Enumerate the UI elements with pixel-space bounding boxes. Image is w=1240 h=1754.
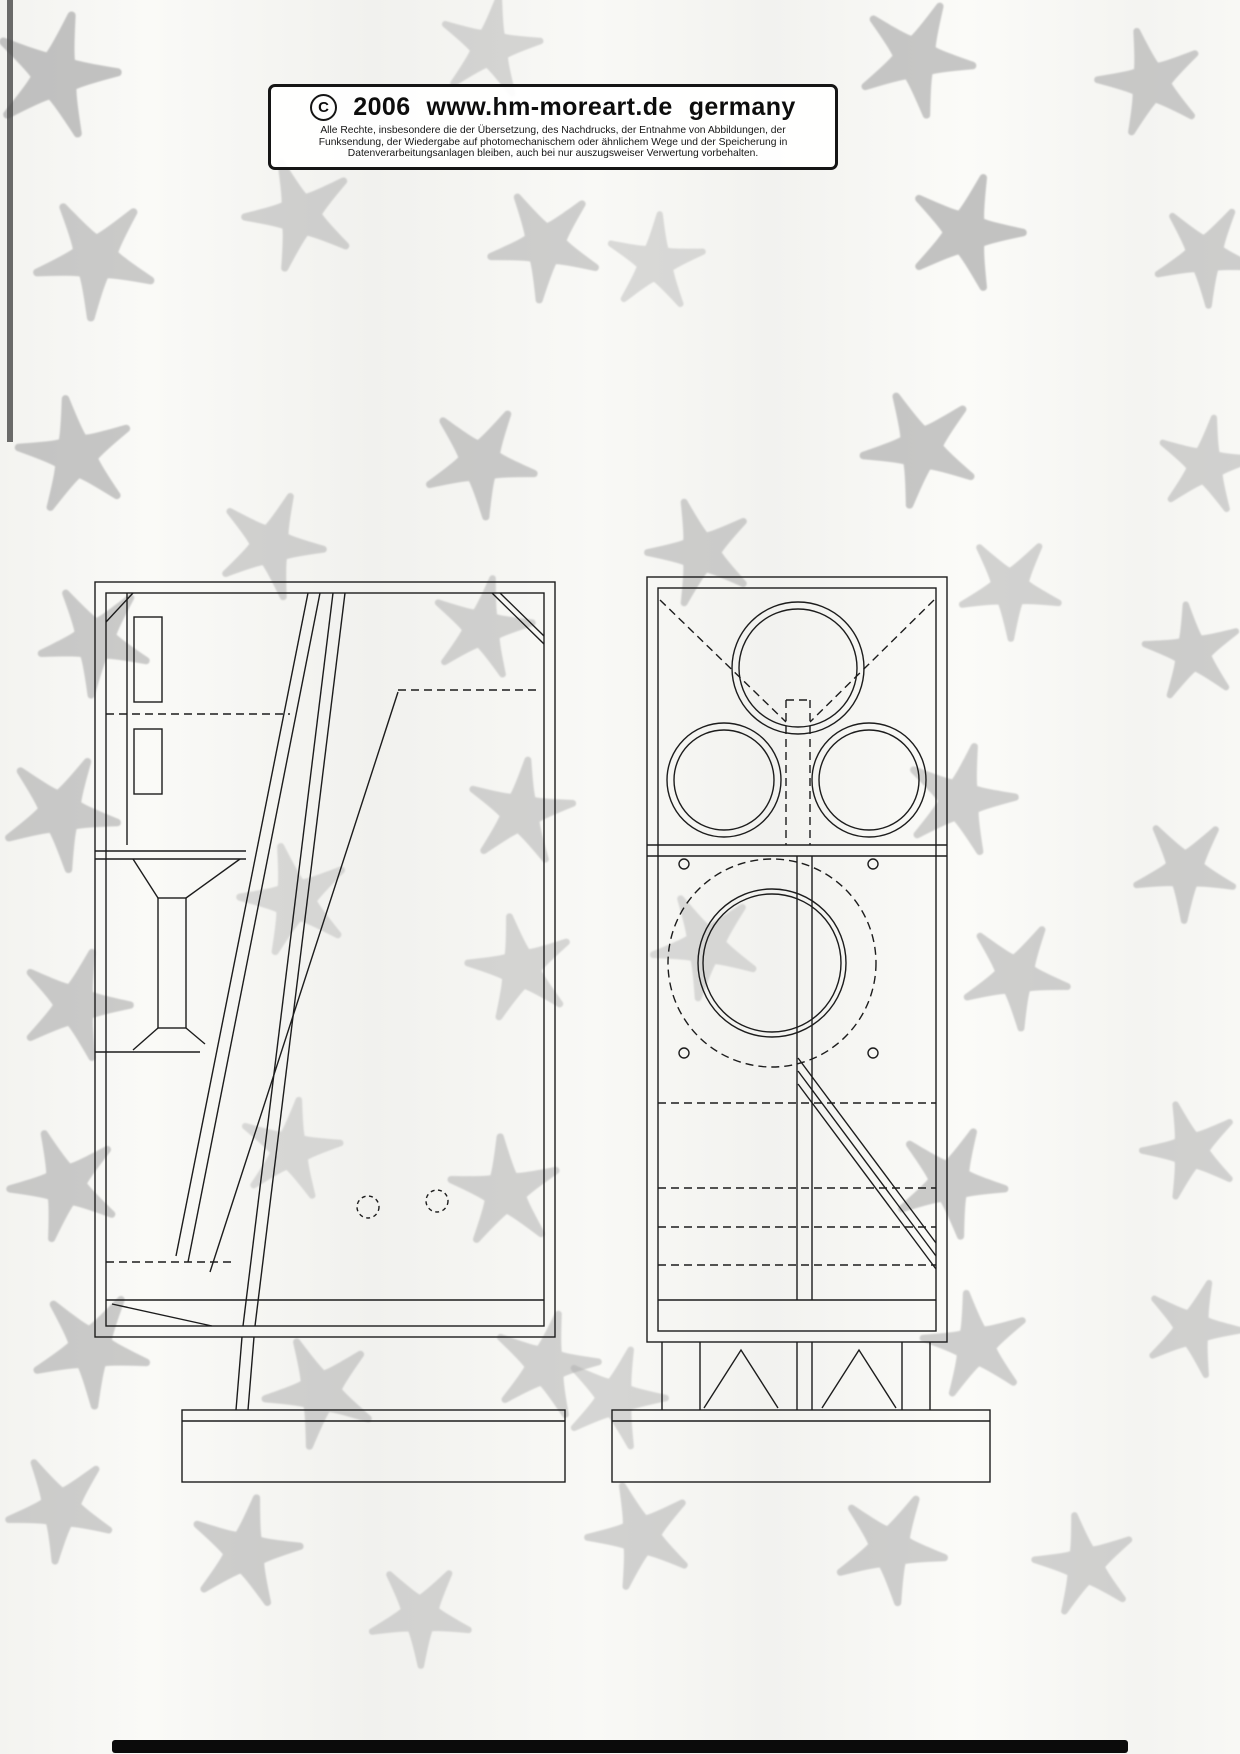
copyright-box: C 2006 www.hm-moreart.de germany Alle Re… xyxy=(268,84,838,170)
notice-line-3: Datenverarbeitungsanlagen bleiben, auch … xyxy=(347,148,759,160)
copyright-notice: Alle Rechte, insbesondere die der Überse… xyxy=(281,125,825,160)
side-section-base xyxy=(181,1336,566,1483)
copyright-title: C 2006 www.hm-moreart.de germany xyxy=(281,93,825,122)
copyright-country: germany xyxy=(688,93,796,121)
notice-line-2: Funksendung, der Wiedergabe auf photomec… xyxy=(318,136,788,148)
side-section-drawing xyxy=(94,581,556,1338)
front-view-drawing xyxy=(646,576,948,1343)
copyright-year: 2006 xyxy=(353,93,411,121)
front-view-base xyxy=(611,1342,991,1483)
bottom-scan-bar xyxy=(112,1740,1128,1753)
left-scan-edge xyxy=(7,0,13,442)
copyright-icon: C xyxy=(310,94,338,121)
copyright-website: www.hm-moreart.de xyxy=(426,93,673,121)
notice-line-1: Alle Rechte, insbesondere die der Überse… xyxy=(320,125,786,136)
